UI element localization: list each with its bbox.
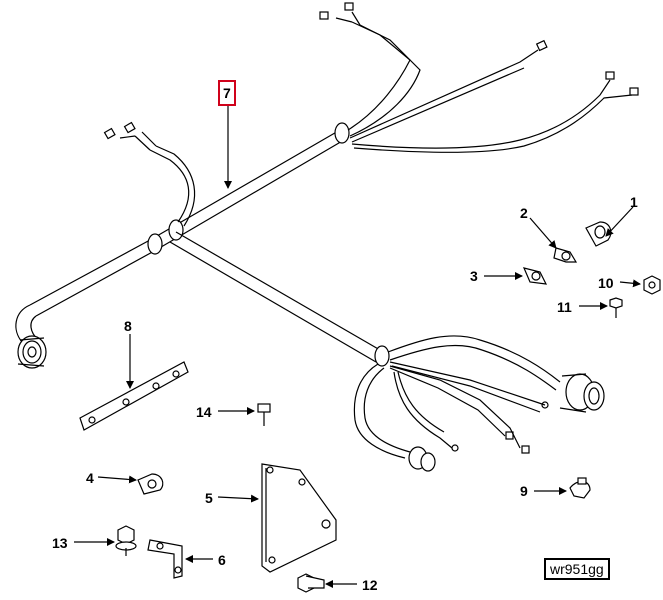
callout-14: 14 [196, 404, 212, 420]
clamp-small-icon [553, 247, 578, 263]
callout-8: 8 [124, 318, 132, 334]
mounting-bracket-icon [261, 463, 337, 573]
angle-bracket-icon [147, 539, 183, 579]
callout-6: 6 [218, 552, 226, 568]
bolt-washer-icon [115, 525, 137, 556]
clamp-large-icon [585, 221, 612, 247]
callout-3: 3 [470, 268, 478, 284]
nut-icon [643, 275, 661, 295]
cable-tie-icon [569, 477, 591, 499]
bolt-icon [297, 573, 325, 593]
clamp-bracket-icon [522, 267, 548, 285]
callout-7-highlighted[interactable]: 7 [218, 80, 236, 106]
hose-clip-icon [137, 473, 164, 495]
callout-2: 2 [520, 205, 528, 221]
callout-13: 13 [52, 535, 68, 551]
screw-small-icon [609, 297, 623, 318]
callout-10: 10 [598, 275, 614, 291]
callout-12: 12 [362, 577, 378, 593]
strap-plate-icon [79, 361, 189, 431]
wiring-harness-icon [15, 2, 639, 472]
leader-lines [74, 106, 641, 588]
callout-4: 4 [86, 470, 94, 486]
callout-5: 5 [205, 490, 213, 506]
callout-11: 11 [557, 299, 572, 315]
screw-icon [257, 403, 271, 426]
callout-1: 1 [630, 194, 638, 210]
callout-9: 9 [520, 483, 528, 499]
reference-code: wr951gg [544, 558, 610, 580]
